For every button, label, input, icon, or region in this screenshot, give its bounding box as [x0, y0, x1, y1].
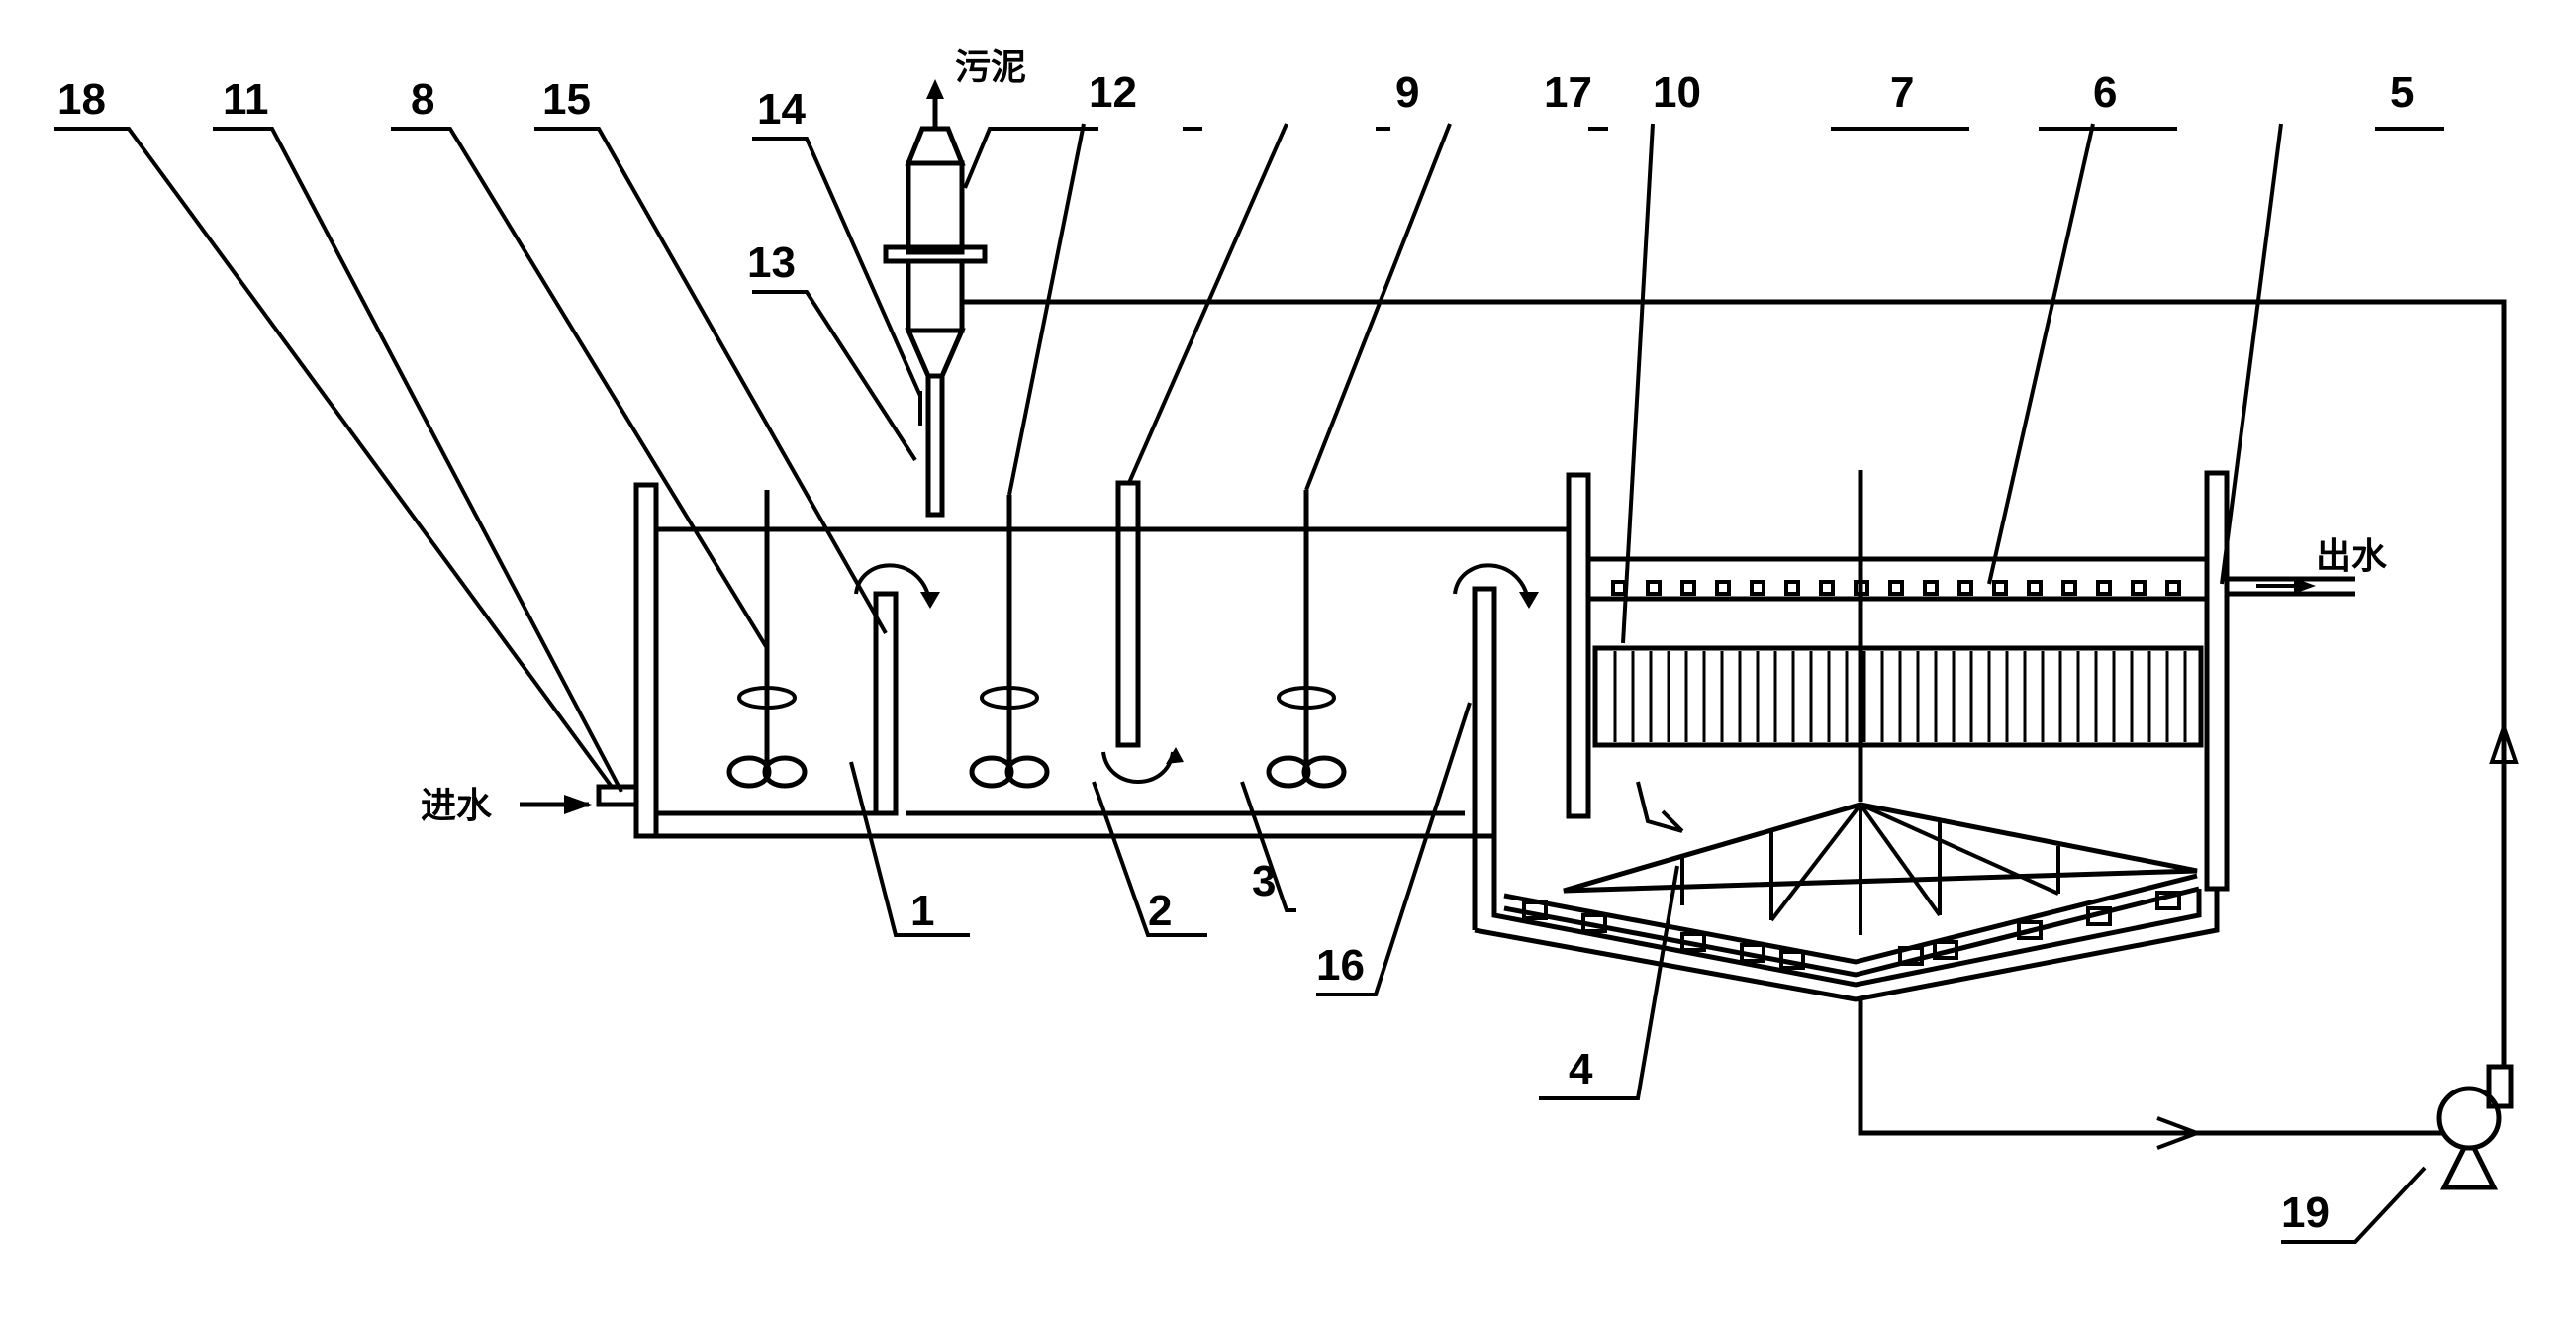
hydrocyclone-12-icon — [883, 79, 2519, 1069]
baffle-15 — [873, 591, 899, 816]
stirrer-9-icon — [969, 495, 1050, 789]
callout-8: 8 — [411, 75, 434, 124]
baffle-16 — [1472, 586, 1497, 839]
callout-14: 14 — [757, 85, 806, 134]
sedimentation-tank — [1474, 470, 2444, 1150]
callout-4: 4 — [1569, 1045, 1593, 1093]
reaction-tank — [520, 482, 1569, 930]
tube-settler-lines — [1613, 651, 2187, 742]
callout-18: 18 — [57, 75, 106, 124]
callout-9: 9 — [1395, 68, 1419, 117]
baffle-17 — [1115, 480, 1141, 748]
callout-17: 17 — [1544, 68, 1592, 117]
inlet-label: 进水 — [421, 786, 493, 826]
callout-11: 11 — [223, 75, 269, 124]
stirrer-10-icon — [1266, 490, 1347, 789]
callout-7: 7 — [1890, 68, 1914, 117]
callout-16: 16 — [1316, 941, 1365, 990]
pump-19-icon — [2436, 1064, 2514, 1190]
callout-2: 2 — [1148, 887, 1172, 935]
callout-12: 12 — [1089, 68, 1137, 117]
callout-6: 6 — [2093, 68, 2117, 117]
leader-lines — [54, 123, 2444, 1244]
flow-arrow-icons — [854, 563, 1684, 833]
callout-10: 10 — [1653, 68, 1701, 117]
callout-1: 1 — [910, 887, 934, 935]
launder-6-icon — [1611, 580, 2181, 596]
callout-3: 3 — [1252, 857, 1276, 905]
callout-19: 19 — [2281, 1188, 2330, 1237]
sedimentation-wall — [1566, 472, 1591, 819]
callout-5: 5 — [2390, 68, 2414, 117]
sludge-label: 污泥 — [955, 47, 1026, 88]
stirrer-8-icon — [726, 490, 808, 789]
outlet-label: 出水 — [2316, 536, 2388, 577]
callout-13: 13 — [747, 238, 796, 287]
tube-settler-7 — [1592, 645, 2204, 748]
callout-15: 15 — [542, 75, 591, 124]
